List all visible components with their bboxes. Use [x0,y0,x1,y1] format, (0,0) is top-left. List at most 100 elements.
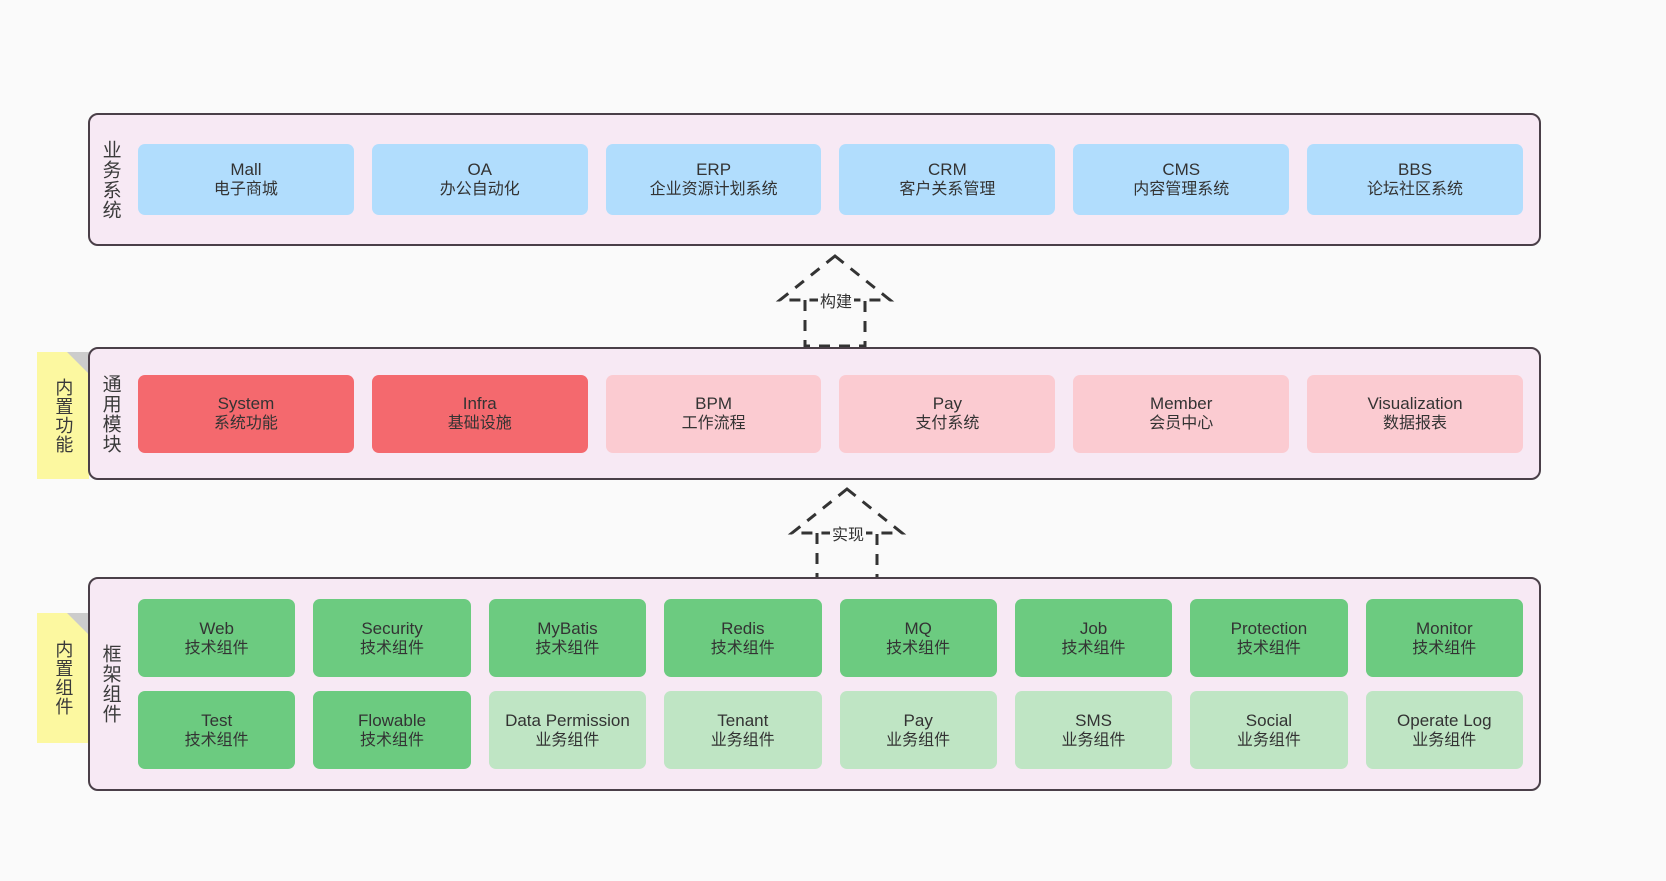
card-redis[interactable]: Redis 技术组件 [664,599,822,677]
card-title: Protection [1230,618,1308,638]
card-title: SMS [1075,710,1112,730]
card-monitor[interactable]: Monitor 技术组件 [1365,599,1523,677]
sticky-note-builtin-functions: 内置功能 [37,352,89,479]
layer-title-common-modules: 通用模块 [99,373,121,454]
card-subtitle: 论坛社区系统 [1367,181,1464,199]
card-title: Job [1079,618,1108,638]
card-subtitle: 业务组件 [886,731,951,749]
card-oa[interactable]: OA 办公自动化 [371,144,588,215]
card-title: Redis [721,618,765,638]
card-data-permission[interactable]: Data Permission 业务组件 [488,691,647,769]
layer-body-business-systems: Mall 电子商城 OA 办公自动化 ERP 企业资源计划系统 CRM 客户关系… [130,115,1539,244]
card-title: Member [1150,394,1213,414]
layer-business-systems: 业务系统 Mall 电子商城 OA 办公自动化 ERP 企业资源计划系统 CRM [88,113,1541,246]
card-operate-log[interactable]: Operate Log 业务组件 [1365,691,1523,769]
card-row-framework-tech: Web 技术组件 Security 技术组件 MyBatis 技术组件 Redi… [138,599,1523,677]
card-subtitle: 业务组件 [1236,731,1301,749]
card-subtitle: 基础设施 [447,415,512,433]
card-mall[interactable]: Mall 电子商城 [138,144,354,215]
card-subtitle: 业务组件 [1061,731,1126,749]
card-crm[interactable]: CRM 客户关系管理 [839,144,1056,215]
card-title: Data Permission [505,710,630,730]
card-job[interactable]: Job 技术组件 [1014,599,1173,677]
layer-title-business-systems: 业务系统 [99,139,121,220]
card-system[interactable]: System 系统功能 [138,374,354,453]
card-title: ERP [696,160,732,180]
card-subtitle: 技术组件 [360,731,425,749]
card-tenant[interactable]: Tenant 业务组件 [664,691,822,769]
card-visualization[interactable]: Visualization 数据报表 [1307,374,1523,453]
card-subtitle: 业务组件 [1412,731,1477,749]
layer-body-framework-components: Web 技术组件 Security 技术组件 MyBatis 技术组件 Redi… [130,579,1539,789]
card-erp[interactable]: ERP 企业资源计划系统 [605,144,822,215]
card-test[interactable]: Test 技术组件 [138,691,296,769]
sticky-note-label: 内置功能 [53,377,74,454]
card-subtitle: 技术组件 [1061,639,1126,657]
card-row-framework-business: Test 技术组件 Flowable 技术组件 Data Permission … [138,691,1523,769]
card-title: Operate Log [1397,710,1492,730]
card-subtitle: 办公自动化 [439,181,520,199]
connector-implement-arrow [787,487,907,581]
sticky-note-label: 内置组件 [53,640,74,716]
card-title: Visualization [1367,394,1463,414]
card-title: Infra [462,394,497,414]
card-title: MyBatis [537,618,598,638]
layer-framework-components: 框架组件 Web 技术组件 Security 技术组件 MyBatis 技术组件… [88,577,1541,791]
card-subtitle: 电子商城 [213,181,278,199]
card-subtitle: 技术组件 [1412,639,1477,657]
card-mybatis[interactable]: MyBatis 技术组件 [488,599,647,677]
card-subtitle: 系统功能 [213,415,278,433]
card-title: Pay [903,710,933,730]
card-subtitle: 技术组件 [360,639,425,657]
card-title: System [217,394,275,414]
card-subtitle: 会员中心 [1149,415,1214,433]
card-subtitle: 技术组件 [1236,639,1301,657]
card-subtitle: 技术组件 [184,639,249,657]
card-title: Tenant [717,710,769,730]
card-row-business: Mall 电子商城 OA 办公自动化 ERP 企业资源计划系统 CRM 客户关系… [138,144,1523,215]
card-row-common: System 系统功能 Infra 基础设施 BPM 工作流程 Pay 支付系统… [138,374,1523,453]
card-subtitle: 技术组件 [886,639,951,657]
card-social[interactable]: Social 业务组件 [1190,691,1348,769]
card-title: CMS [1162,160,1201,180]
card-subtitle: 业务组件 [535,731,600,749]
card-subtitle: 内容管理系统 [1133,181,1230,199]
card-subtitle: 技术组件 [535,639,600,657]
connector-build-arrow [775,254,895,348]
connector-build-label: 构建 [818,288,855,312]
card-title: Web [199,618,235,638]
card-title: Social [1245,710,1293,730]
card-member[interactable]: Member 会员中心 [1073,374,1290,453]
card-pay[interactable]: Pay 支付系统 [839,374,1056,453]
card-title: MQ [904,618,932,638]
layer-common-modules: 通用模块 System 系统功能 Infra 基础设施 BPM 工作流程 Pay [88,347,1541,480]
card-title: OA [467,160,493,180]
card-title: CRM [928,160,967,180]
card-security[interactable]: Security 技术组件 [313,599,471,677]
card-sms[interactable]: SMS 业务组件 [1014,691,1173,769]
card-title: Monitor [1415,618,1473,638]
card-infra[interactable]: Infra 基础设施 [371,374,588,453]
card-flowable[interactable]: Flowable 技术组件 [313,691,471,769]
card-title: BBS [1398,160,1433,180]
connector-build: 构建 [750,252,920,348]
card-subtitle: 业务组件 [710,731,775,749]
layer-title-framework-components: 框架组件 [99,644,121,724]
connector-implement: 实现 [762,485,932,581]
card-title: Pay [932,394,963,414]
connector-implement-label: 实现 [830,521,867,545]
card-bpm[interactable]: BPM 工作流程 [605,374,822,453]
card-title: Security [361,618,423,638]
card-title: Test [201,710,233,730]
card-subtitle: 企业资源计划系统 [649,181,778,199]
card-bbs[interactable]: BBS 论坛社区系统 [1307,144,1523,215]
card-subtitle: 支付系统 [915,415,980,433]
card-title: Flowable [358,710,427,730]
card-protection[interactable]: Protection 技术组件 [1190,599,1348,677]
card-pay-business[interactable]: Pay 业务组件 [839,691,997,769]
card-web[interactable]: Web 技术组件 [138,599,296,677]
card-subtitle: 工作流程 [681,415,746,433]
card-cms[interactable]: CMS 内容管理系统 [1073,144,1290,215]
sticky-note-builtin-components: 内置组件 [37,613,89,743]
card-mq[interactable]: MQ 技术组件 [839,599,997,677]
